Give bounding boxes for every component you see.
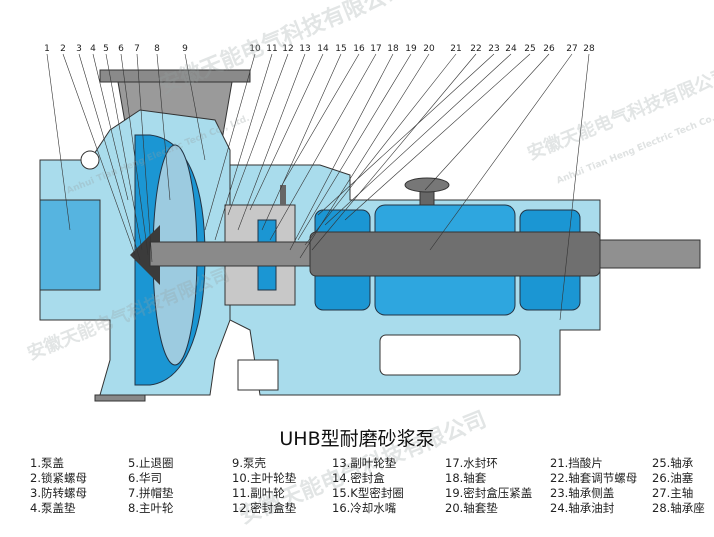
part-number-label: 24 [505,44,517,54]
legend-item: 20.轴套垫 [445,501,498,515]
leader-line [281,53,360,186]
legend-item: 4.泵盖垫 [30,501,76,515]
legend-item: 22.轴套调节螺母 [550,471,638,485]
leader-line [324,53,512,226]
leader-line [156,53,171,201]
part-number-label: 5 [103,44,109,54]
legend-item: 25.轴承 [652,456,694,470]
leader-line [120,53,149,256]
leader-line [429,53,573,251]
leader-line [204,53,256,231]
leader-line [311,53,477,251]
legend-item: 13.副叶轮垫 [332,456,397,470]
part-number-label: 22 [470,44,481,54]
part-number-label: 8 [154,44,160,54]
part-number-label: 9 [182,44,188,54]
leader-line [249,53,324,211]
legend-item: 9.泵壳 [232,456,266,470]
legend-item: 2.锁紧螺母 [30,471,87,485]
leader-line [304,53,457,246]
legend-item: 14.密封盒 [332,471,385,485]
leader-line [62,53,136,256]
legend-item: 18.轴套 [445,471,487,485]
part-number-label: 1 [44,44,50,54]
legend-item: 21.挡酸片 [550,456,603,470]
legend-item: 17.水封环 [445,456,498,470]
legend-item: 19.密封盒压紧盖 [445,486,533,500]
leader-line [227,53,289,216]
leader-line [92,53,129,201]
legend-item: 6.华司 [128,471,162,485]
legend-item: 15.K型密封圈 [332,486,404,500]
part-number-label: 2 [60,44,66,54]
oil-plug [404,177,450,206]
leader-line [289,53,394,251]
leader-line [46,53,71,231]
part-number-label: 16 [353,44,365,54]
part-number-label: 20 [423,44,435,54]
legend-item: 28.轴承座 [652,501,705,515]
legend-item: 1.泵盖 [30,456,64,470]
legend-item: 10.主叶轮垫 [232,471,297,485]
leader-line [344,53,531,221]
part-number-label: 10 [249,44,261,54]
legend-item: 27.主轴 [652,486,694,500]
bottom-bolt [94,394,146,402]
legend-item: 16.冷却水嘴 [332,501,397,515]
leader-line [424,53,550,191]
leader-line [297,53,412,241]
legend-item: 7.拼帽垫 [128,486,174,500]
part-number-label: 14 [317,44,329,54]
leader-line [184,53,206,161]
part-number-label: 27 [566,44,577,54]
legend-item: 24.轴承油封 [550,501,615,515]
leader-line [136,53,153,263]
legend-item: 8.主叶轮 [128,501,174,515]
part-number-label: 4 [90,44,96,54]
legend-item: 11.副叶轮 [232,486,285,500]
leader-line [261,53,342,231]
legend-item: 23.轴承侧盖 [550,486,615,500]
diagram-title: UHB型耐磨砂浆泵 [279,428,435,450]
legend-item: 12.密封盒垫 [232,501,297,515]
part-number-label: 25 [524,44,535,54]
leader-line [214,53,273,241]
part-number-label: 3 [76,44,82,54]
part-number-label: 21 [450,44,461,54]
part-number-label: 17 [370,44,381,54]
leader-line [78,53,141,261]
part-number-label: 28 [583,44,595,54]
leader-line [269,53,377,241]
part-number-label: 26 [543,44,555,54]
main-shaft [149,231,701,277]
part-number-label: 15 [335,44,346,54]
part-number-label: 19 [405,44,417,54]
part-number-label: 7 [134,44,140,54]
legend-item: 3.防转螺母 [30,486,87,500]
leader-line [105,53,143,251]
legend-item: 26.油塞 [652,471,694,485]
part-number-label: 12 [282,44,293,54]
part-number-label: 23 [488,44,499,54]
leader-line [317,53,495,216]
part-number-label: 13 [299,44,310,54]
leader-line [559,53,590,321]
leader-line [237,53,306,231]
leader-lines [46,53,590,321]
part-number-label: 11 [266,44,277,54]
legend-item: 5.止退圈 [128,456,174,470]
part-number-label: 18 [387,44,399,54]
part-number-label: 6 [118,44,124,54]
